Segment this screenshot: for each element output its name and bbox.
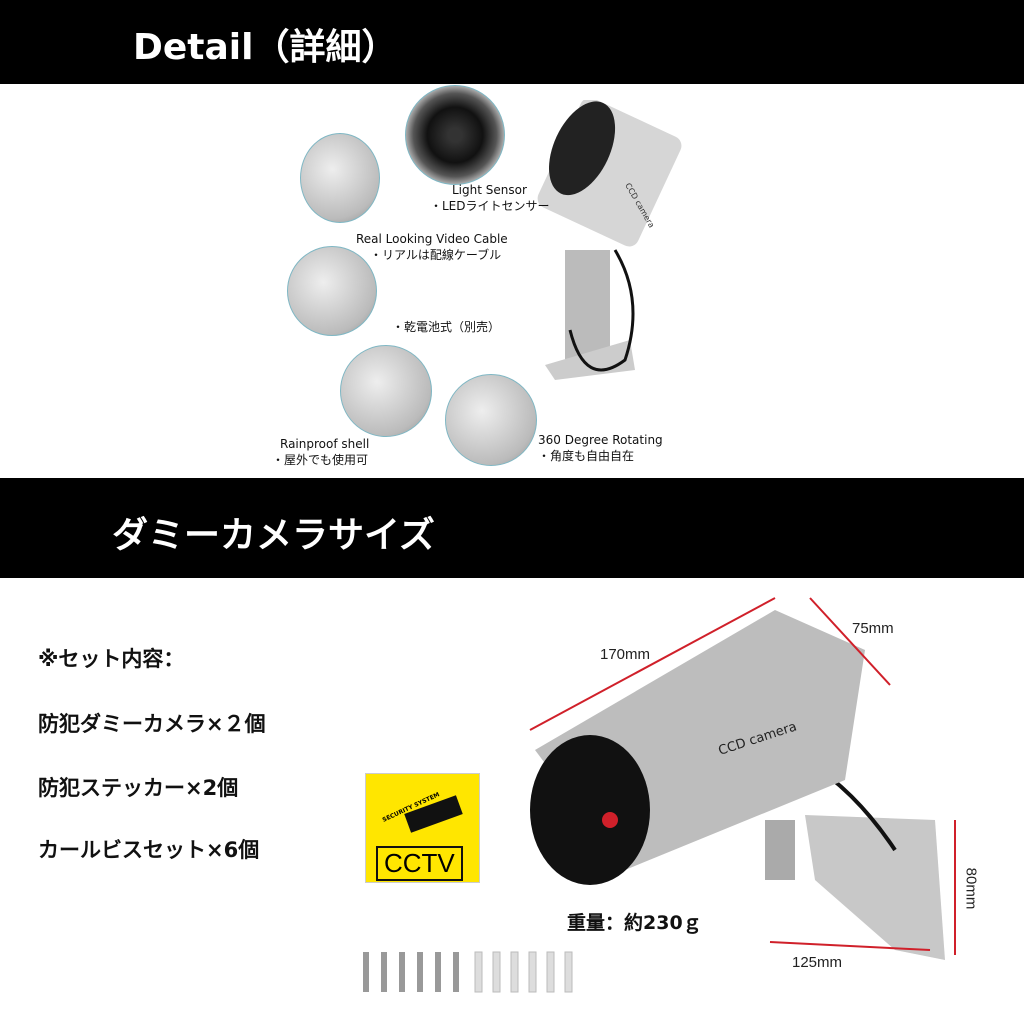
feature-video-cable: Real Looking Video Cable・リアルは配線ケーブル (356, 232, 508, 262)
dimension-length: 170mm (600, 646, 651, 663)
dimension-depth: 125mm (792, 954, 843, 971)
battery-closeup-image (287, 246, 377, 336)
size-header: ダミーカメラサイズ (0, 478, 1024, 578)
set-item: カールビスセット×6個 (38, 838, 260, 862)
cctv-sticker: SECURITY SYSTEM CCTV (365, 773, 480, 883)
dimension-height: 80mm (962, 867, 980, 910)
camera-detail-image: CCD camera (537, 100, 682, 380)
lens-closeup-image (405, 85, 505, 185)
weight-label: 重量：約230ｇ (567, 912, 702, 934)
detail-header: Detail（詳細） (0, 0, 1024, 84)
rotating-closeup-image (445, 374, 537, 466)
screws-image (363, 951, 573, 993)
detail-title: Detail（詳細） (133, 27, 398, 68)
feature-rotating: 360 Degree Rotating・角度も自由自在 (538, 433, 663, 463)
cable-closeup-image (300, 133, 380, 223)
size-title: ダミーカメラサイズ (112, 515, 435, 556)
dummy-camera-image: CCD camera (529, 597, 956, 960)
feature-light-sensor: Light Sensor・LEDライトセンサー (430, 183, 550, 213)
shell-closeup-image (340, 345, 432, 437)
set-item: 防犯ステッカー×2個 (38, 776, 239, 800)
dimension-width: 75mm (852, 620, 894, 637)
set-heading: ※セット内容： (38, 647, 185, 671)
set-item: 防犯ダミーカメラ×２個 (38, 712, 266, 736)
feature-rainproof: Rainproof shell・屋外でも使用可 (272, 437, 370, 467)
feature-battery: ・乾電池式（別売） (392, 320, 501, 334)
